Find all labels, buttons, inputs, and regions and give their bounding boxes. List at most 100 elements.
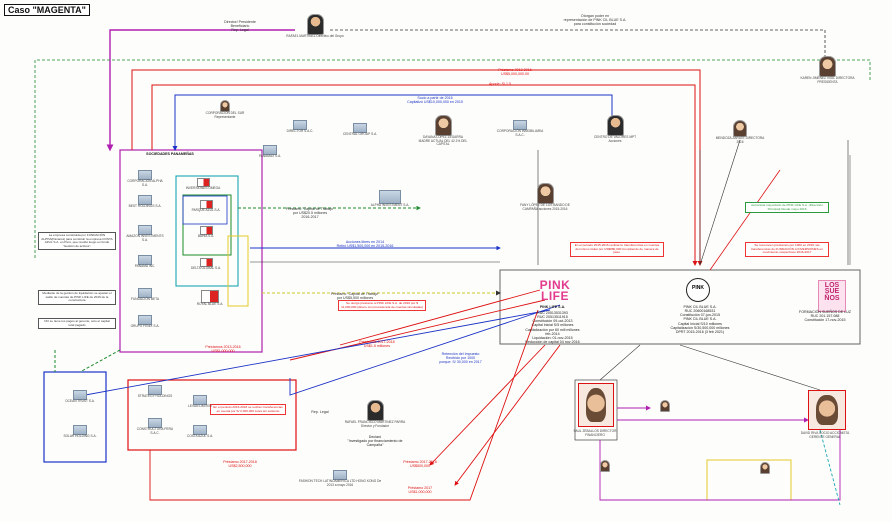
edge-label-3: Socio a partir de 2016 Capitalizó US$10,… [407,96,463,105]
person-bottom-right-small [750,462,780,474]
building-icon [138,315,152,325]
building-icon [513,120,527,130]
lower-companies-frame [127,379,297,451]
edge-label-2: Aporte: S/ 1,5 [489,82,511,86]
photo-bottom-right [808,390,846,430]
company-c19: STRATEGY HOLDINGS [135,385,175,399]
side-note-1: La empresa constituida por FUNDACIÓN ALP… [38,232,116,251]
company-c20: LEVAN LIMITED [180,395,220,409]
building-icon [138,288,152,298]
company-c21: CONSTRUCTORA PERU S.A.C. [135,418,175,435]
building-icon [73,425,87,435]
constructor-rep: Rep. Legal [311,410,329,414]
edge-label-1: Préstamo 2013-2016 US$5,000,000.00 [498,68,532,77]
edge-label-8: Préstamos 2017-2018 US$1.5 millones [359,340,395,349]
photo-bottom-left-label: PAUL ZEBALLOS DIRECTOR FINANCIERO [573,429,617,437]
person-center-right: CENTRO DE VALORES MPT Acciones [590,115,640,143]
warning-box-1: En el periodo 2015-2016 recibieron trans… [570,242,664,257]
company-c4: PANAMÁ INC. [125,255,165,269]
company-c10: DELTA GLOBAL S.A. [188,258,224,271]
pink-life-name: PINK LIFE S.A. [539,305,566,309]
los-suenos-details: FORMACIÓN SUEÑOS DE LUZ RUC 201.157.088 … [799,310,851,323]
company-c17: OCEAN TRUST S.A. [60,390,100,404]
company-c22: COSTA AZUL S.A. [180,425,220,439]
building-icon [138,255,152,265]
warning-box-4: En el periodo 2016-2018 se reciben trans… [210,404,286,416]
photo-bottom-left [578,383,614,427]
person-icon [760,462,770,474]
top-director-role: Director/ Presidente Beneficiario Rep. L… [224,20,256,33]
person-bottom-center: RAFAEL FRANCISCO MARTINEZ PARRA Director… [340,400,410,428]
company-c16: PANAMAX S.A. [250,145,290,159]
company-c9: BAHÍA S.A. [188,226,224,239]
panama-flag-icon [201,290,219,303]
company-c7: INVERSIONES OMEGA [185,178,221,191]
pink-blue-details: PINK CIL BLUE S.A. RUC 20600168531 Const… [670,305,730,334]
warning-box-3: Se otorgó préstamo a PINK LIFE S.A. de 2… [338,300,426,312]
company-c11: ROYAL BLUE S.A. [190,290,230,307]
building-icon [138,170,152,180]
person-far-right: KAREN JIMÉNEZ VIGIL DIRECTORA PRESIDENTA [800,56,855,84]
panama-flag-icon [196,178,210,187]
edge-label-11: Préstamo 2017-2018 US$500,000 [403,460,437,469]
company-c6: GRUPO FENIX S.A. [125,315,165,329]
panama-flag-icon [199,200,213,209]
green-note-box: Accionista mayoritario de PINK LIFE S.A.… [745,202,829,214]
building-icon [193,425,207,435]
building-icon [293,120,307,130]
person-right: MENDOZA ZARATE DIRECTORA 2016 [715,120,765,144]
person-icon [819,56,836,77]
company-c3: AMAZON INVESTMENTS S.A. [125,225,165,242]
panama-flag-icon [199,226,213,235]
person-icon [220,100,230,112]
side-note-2: Mediante de la gestión de liquidación se… [38,290,116,305]
person-center: DAYANA LÓPEZ ZEGARRA MADRE ACTUAL DEL 42… [418,115,468,147]
person-icon [366,400,384,421]
person-icon [606,115,624,136]
diagram-title: Caso "MAGENTA" [4,4,90,16]
person-left: CORPORACIÓN DEL SUR Representante [200,100,250,119]
panama-companies-frame [119,149,263,353]
building-icon [379,190,401,204]
person-icon [306,14,324,35]
edge-label-7: Préstamos 2013-2016 US$1,000,000 [205,345,241,354]
company-c2: BEST HOLDINGS S.A. [125,195,165,209]
building-icon [148,418,162,428]
building-icon [73,390,87,400]
building-icon [333,470,347,480]
person-bottom-low [590,460,620,472]
panama-flag-icon [199,258,213,267]
lower-left-frame [43,371,107,463]
person-center-mid: FANY LÓPEZ DE LOS BANDO DE CAMPAÑA accio… [520,183,570,211]
person-icon [600,460,610,472]
building-icon [193,395,207,405]
company-c12: DIRECTOR S.A.C. [280,120,320,134]
photo-bottom-right-label: DAVID RIVA SOCIO ACCIONISTA GERENTE GENE… [800,431,850,439]
company-c15: ALPHA INVESTMENT S.A. [360,190,420,208]
power-of-attorney-note: Otorgan poder en representación de PINK … [563,14,627,27]
panama-group-label: SOCIEDADES PANAMEÑAS [146,152,194,156]
person-icon [536,183,554,204]
top-director-label: RAFAEL MARTÍNEZ Directivo del Grupo [286,34,344,38]
edge-label-10: Préstamo 2017-2018 US$2,500,000 [223,460,257,469]
company-c8: PARQUE AZUL S.A. [188,200,224,213]
company-c14: CORPORACIÓN INMOBILIARIA S.A.C. [495,120,545,137]
side-note-3: NO se tiene los pagos al gerente, solo e… [38,318,116,330]
company-c1: CORPORACIÓN ALPHA S.A. [125,170,165,187]
person-bottom-mid [650,400,680,412]
building-icon [148,385,162,395]
edge-label-5: Acciones libres en 2014 Retiró US$1,500,… [336,240,394,249]
company-c5: FUNDACIÓN BETA [125,288,165,302]
person-icon [733,120,747,137]
building-icon [138,225,152,235]
edge-label-4: Préstamo "Capital de Trabajo" por US$20.… [285,207,335,220]
person-icon [434,115,452,136]
person-icon [660,400,670,412]
edge-label-9: Retención del Impuesto Recibido por 1000… [439,352,482,365]
fashion-tech-company: FASHION TECH LATINOAMERICA LTD HONG KONG… [295,470,385,487]
pink-life-block [499,269,861,345]
company-c13: CENTRAL GROUP S.A. [340,123,380,137]
